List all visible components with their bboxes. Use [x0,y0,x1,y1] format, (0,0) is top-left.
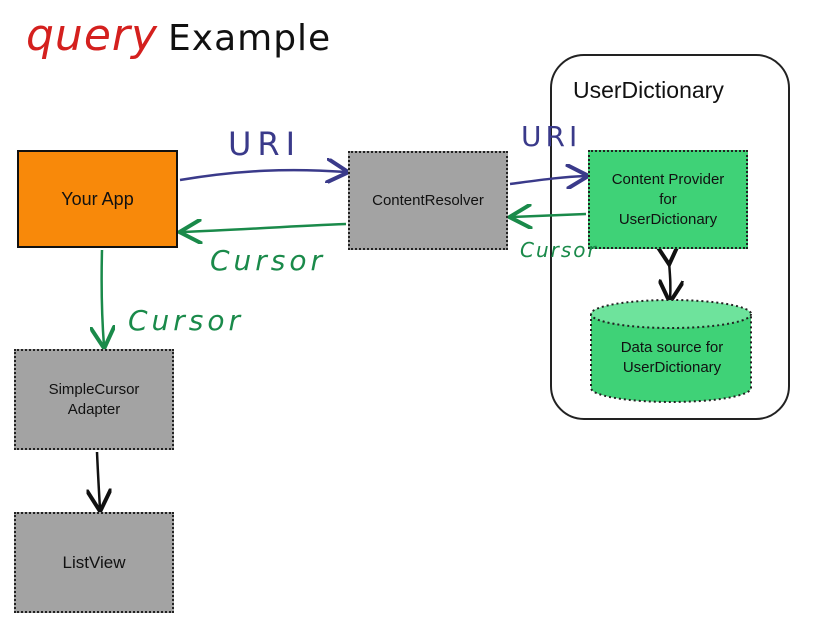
content-provider-node: Content Provider for UserDictionary [588,150,748,249]
edge-label-cursor-1: Cursor [210,244,327,277]
list-view-node: ListView [14,512,174,613]
arrow-uri-resolver-to-provider [509,176,586,184]
content-provider-label: Content Provider for UserDictionary [611,170,725,228]
your-app-label: Your App [61,188,134,209]
arrow-adapter-to-listview [97,451,100,509]
edge-label-cursor-3: Cursor [128,304,245,337]
edge-label-cursor-2: Cursor [520,238,598,262]
title-query: query [26,10,159,61]
arrow-provider-datasource [669,262,670,300]
simple-cursor-adapter-label: SimpleCursor Adapter [48,380,140,418]
edge-label-uri-2: URI [521,120,582,153]
title-example: Example [168,18,332,59]
arrow-cursor-provider-to-resolver [512,214,587,217]
arrow-cursor-resolver-to-app [182,224,347,232]
userdictionary-group [550,54,790,420]
edge-label-uri-1: URI [228,125,302,163]
data-source-cylinder [590,299,752,403]
arrow-cursor-app-to-adapter [102,249,104,346]
list-view-label: ListView [62,552,126,572]
content-resolver-label: ContentResolver [372,192,484,209]
arrow-uri-app-to-resolver [179,170,346,180]
data-source-label: Data source for UserDictionary [620,339,724,376]
simple-cursor-adapter-node: SimpleCursor Adapter [14,349,174,450]
your-app-node: Your App [17,150,178,248]
content-resolver-node: ContentResolver [348,151,508,250]
userdictionary-group-label: UserDictionary [573,77,724,103]
